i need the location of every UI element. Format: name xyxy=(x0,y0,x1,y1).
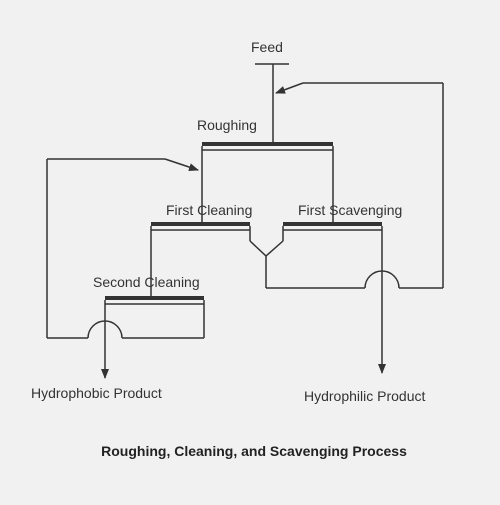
first-cleaning-cell xyxy=(150,222,251,296)
roughing-cell xyxy=(201,142,334,222)
second-cleaning-label: Second Cleaning xyxy=(93,274,200,290)
recycle-to-feed-arrow xyxy=(275,82,304,94)
feed-label: Feed xyxy=(251,39,283,55)
first-cleaning-label: First Cleaning xyxy=(166,202,252,218)
second-cleaning-cell xyxy=(46,158,205,339)
roughing-label: Roughing xyxy=(197,117,257,133)
first-scavenging-cell xyxy=(282,222,383,288)
hydrophilic-product-label: Hydrophilic Product xyxy=(304,388,425,404)
middlings-junction xyxy=(249,82,444,289)
hydrophobic-product-label: Hydrophobic Product xyxy=(31,385,162,401)
diagram-caption: Roughing, Cleaning, and Scavenging Proce… xyxy=(101,443,407,459)
recycle-to-roughing-arrow xyxy=(164,158,199,171)
first-scavenging-label: First Scavenging xyxy=(298,202,402,218)
